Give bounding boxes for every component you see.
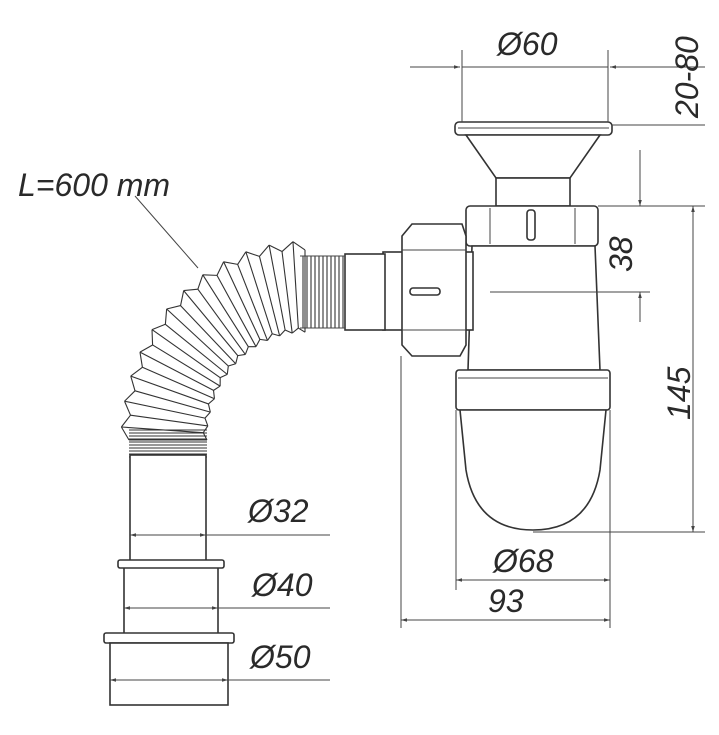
bottle-body — [455, 245, 611, 531]
hose-rib — [139, 344, 153, 353]
hose-rib — [151, 323, 166, 331]
hose-rib — [208, 398, 215, 405]
hose-rib — [142, 366, 215, 400]
hose-rib — [166, 308, 229, 367]
hose-rib — [124, 401, 132, 416]
hose-rib — [130, 375, 136, 391]
hose-rib — [259, 244, 270, 257]
hose-rib — [130, 375, 209, 405]
total-height-label: 145 — [661, 366, 697, 420]
hose-rib — [213, 385, 221, 391]
strainer-diameter-label: Ø60 — [496, 26, 558, 62]
strainer-height-label: 20-80 — [669, 36, 705, 119]
hose-rib — [164, 308, 168, 325]
strainer — [454, 121, 613, 207]
hose-rib — [237, 251, 247, 265]
hose-rib — [183, 290, 239, 356]
hose-rib — [216, 261, 225, 276]
dimension-lines — [110, 50, 705, 682]
hose-rib — [202, 425, 209, 433]
hose-rib — [180, 305, 237, 365]
top-nut — [465, 205, 599, 247]
hose-rib — [130, 414, 208, 427]
hose-rib — [237, 353, 246, 357]
hose-rib — [124, 400, 206, 419]
hose-rib — [151, 329, 154, 345]
hose-rib — [130, 366, 143, 377]
hose-rib — [259, 338, 268, 341]
hose-rib — [219, 373, 228, 379]
hose-rib — [139, 352, 143, 368]
hose-rib — [120, 414, 131, 428]
hose-rib — [237, 264, 269, 341]
hose-rib — [197, 288, 246, 355]
outlet-pipe — [103, 454, 235, 706]
hose-rib — [267, 333, 273, 341]
hose-rib — [180, 290, 185, 306]
hose-rib — [212, 390, 216, 399]
corrugated-hose — [120, 241, 345, 458]
hose-rib — [228, 363, 236, 367]
hose-rib — [298, 327, 306, 333]
outlet-40-label: Ø40 — [251, 567, 313, 603]
hose-rib — [152, 344, 221, 387]
hose-rib — [281, 241, 294, 252]
hose-rib — [291, 327, 299, 334]
hose-rib — [166, 305, 181, 310]
hose-rib — [292, 241, 299, 329]
bottle-diameter-label: Ø68 — [492, 543, 554, 579]
hose-rib — [139, 351, 214, 391]
hose-rib — [223, 261, 238, 265]
hose-rib — [255, 339, 261, 347]
hose-rib — [151, 329, 221, 379]
hose-rib — [284, 329, 293, 334]
hose-rib — [207, 403, 211, 413]
side-outlet — [344, 223, 474, 357]
overall-width-label: 93 — [488, 583, 524, 619]
hose-length-label: L=600 mm — [18, 167, 170, 203]
hose-rib — [204, 417, 209, 427]
outlet-50-label: Ø50 — [249, 639, 311, 675]
hose-rib — [165, 323, 228, 375]
hose-rib — [124, 390, 136, 402]
hose-rib — [120, 426, 130, 441]
nut-height-label: 38 — [603, 236, 639, 272]
hose-rib — [216, 275, 257, 347]
hose-rib — [258, 256, 281, 337]
hose-rib — [183, 288, 198, 292]
outlet-32-label: Ø32 — [247, 493, 309, 529]
hose-rib — [223, 261, 261, 340]
hose-rib — [244, 346, 249, 355]
hose-rib — [204, 411, 211, 419]
hose-rib — [235, 355, 239, 364]
hose-rib — [197, 274, 204, 290]
hose-rib — [134, 390, 211, 413]
hose-rib — [226, 365, 229, 375]
hose-rib — [245, 251, 260, 257]
hose-rib — [268, 244, 283, 253]
hose-rib — [202, 274, 249, 348]
hose-rib — [245, 251, 273, 334]
hose-rib — [268, 244, 286, 331]
hose-rib — [202, 274, 218, 276]
hose-rib — [292, 241, 306, 251]
hose-rib — [279, 329, 286, 337]
hose-rib — [281, 251, 293, 334]
hose-rib — [272, 333, 280, 337]
